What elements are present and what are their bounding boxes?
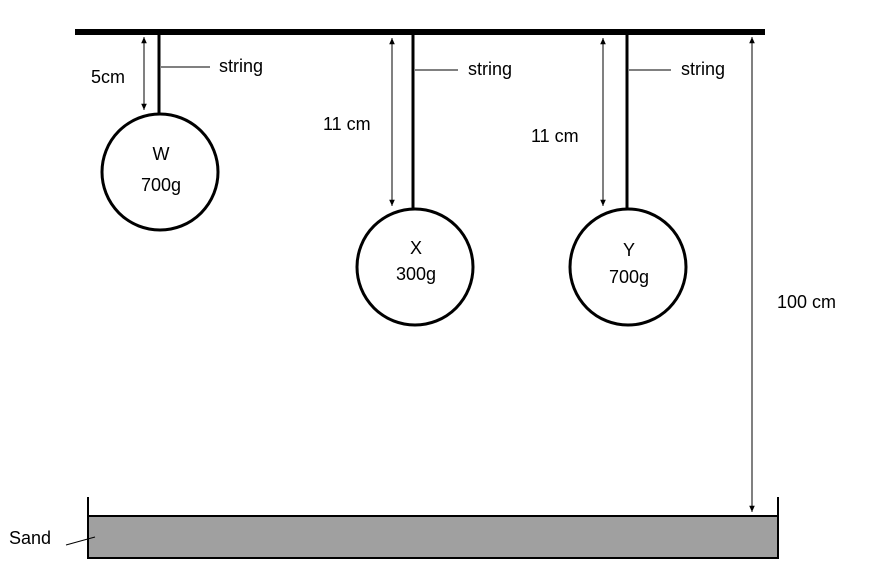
ball-x-mass: 300g: [396, 264, 436, 284]
ball-x-name: X: [410, 238, 422, 258]
length-label-w: 5cm: [91, 67, 125, 87]
length-label-x: 11 cm: [323, 114, 371, 134]
ball-w: [100, 112, 220, 232]
ball-w-name: W: [153, 144, 170, 164]
ball-y-name: Y: [623, 240, 635, 260]
ball-y-group: 11 cm string Y 700g: [531, 35, 725, 327]
sand-label: Sand: [9, 528, 51, 548]
height-label: 100 cm: [777, 292, 836, 312]
ball-x-group: 11 cm string X 300g: [323, 35, 512, 327]
sand-pointer: [65, 536, 96, 546]
ball-y: [568, 207, 688, 327]
sand-tray: [87, 515, 779, 559]
ball-w-mass: 700g: [141, 175, 181, 195]
length-label-y: 11 cm: [531, 126, 579, 146]
string-label-x: string: [468, 59, 512, 79]
ball-w-group: 5cm string W 700g: [91, 35, 263, 232]
string-label-y: string: [681, 59, 725, 79]
string-label-w: string: [219, 56, 263, 76]
ball-x: [355, 207, 475, 327]
ball-y-mass: 700g: [609, 267, 649, 287]
